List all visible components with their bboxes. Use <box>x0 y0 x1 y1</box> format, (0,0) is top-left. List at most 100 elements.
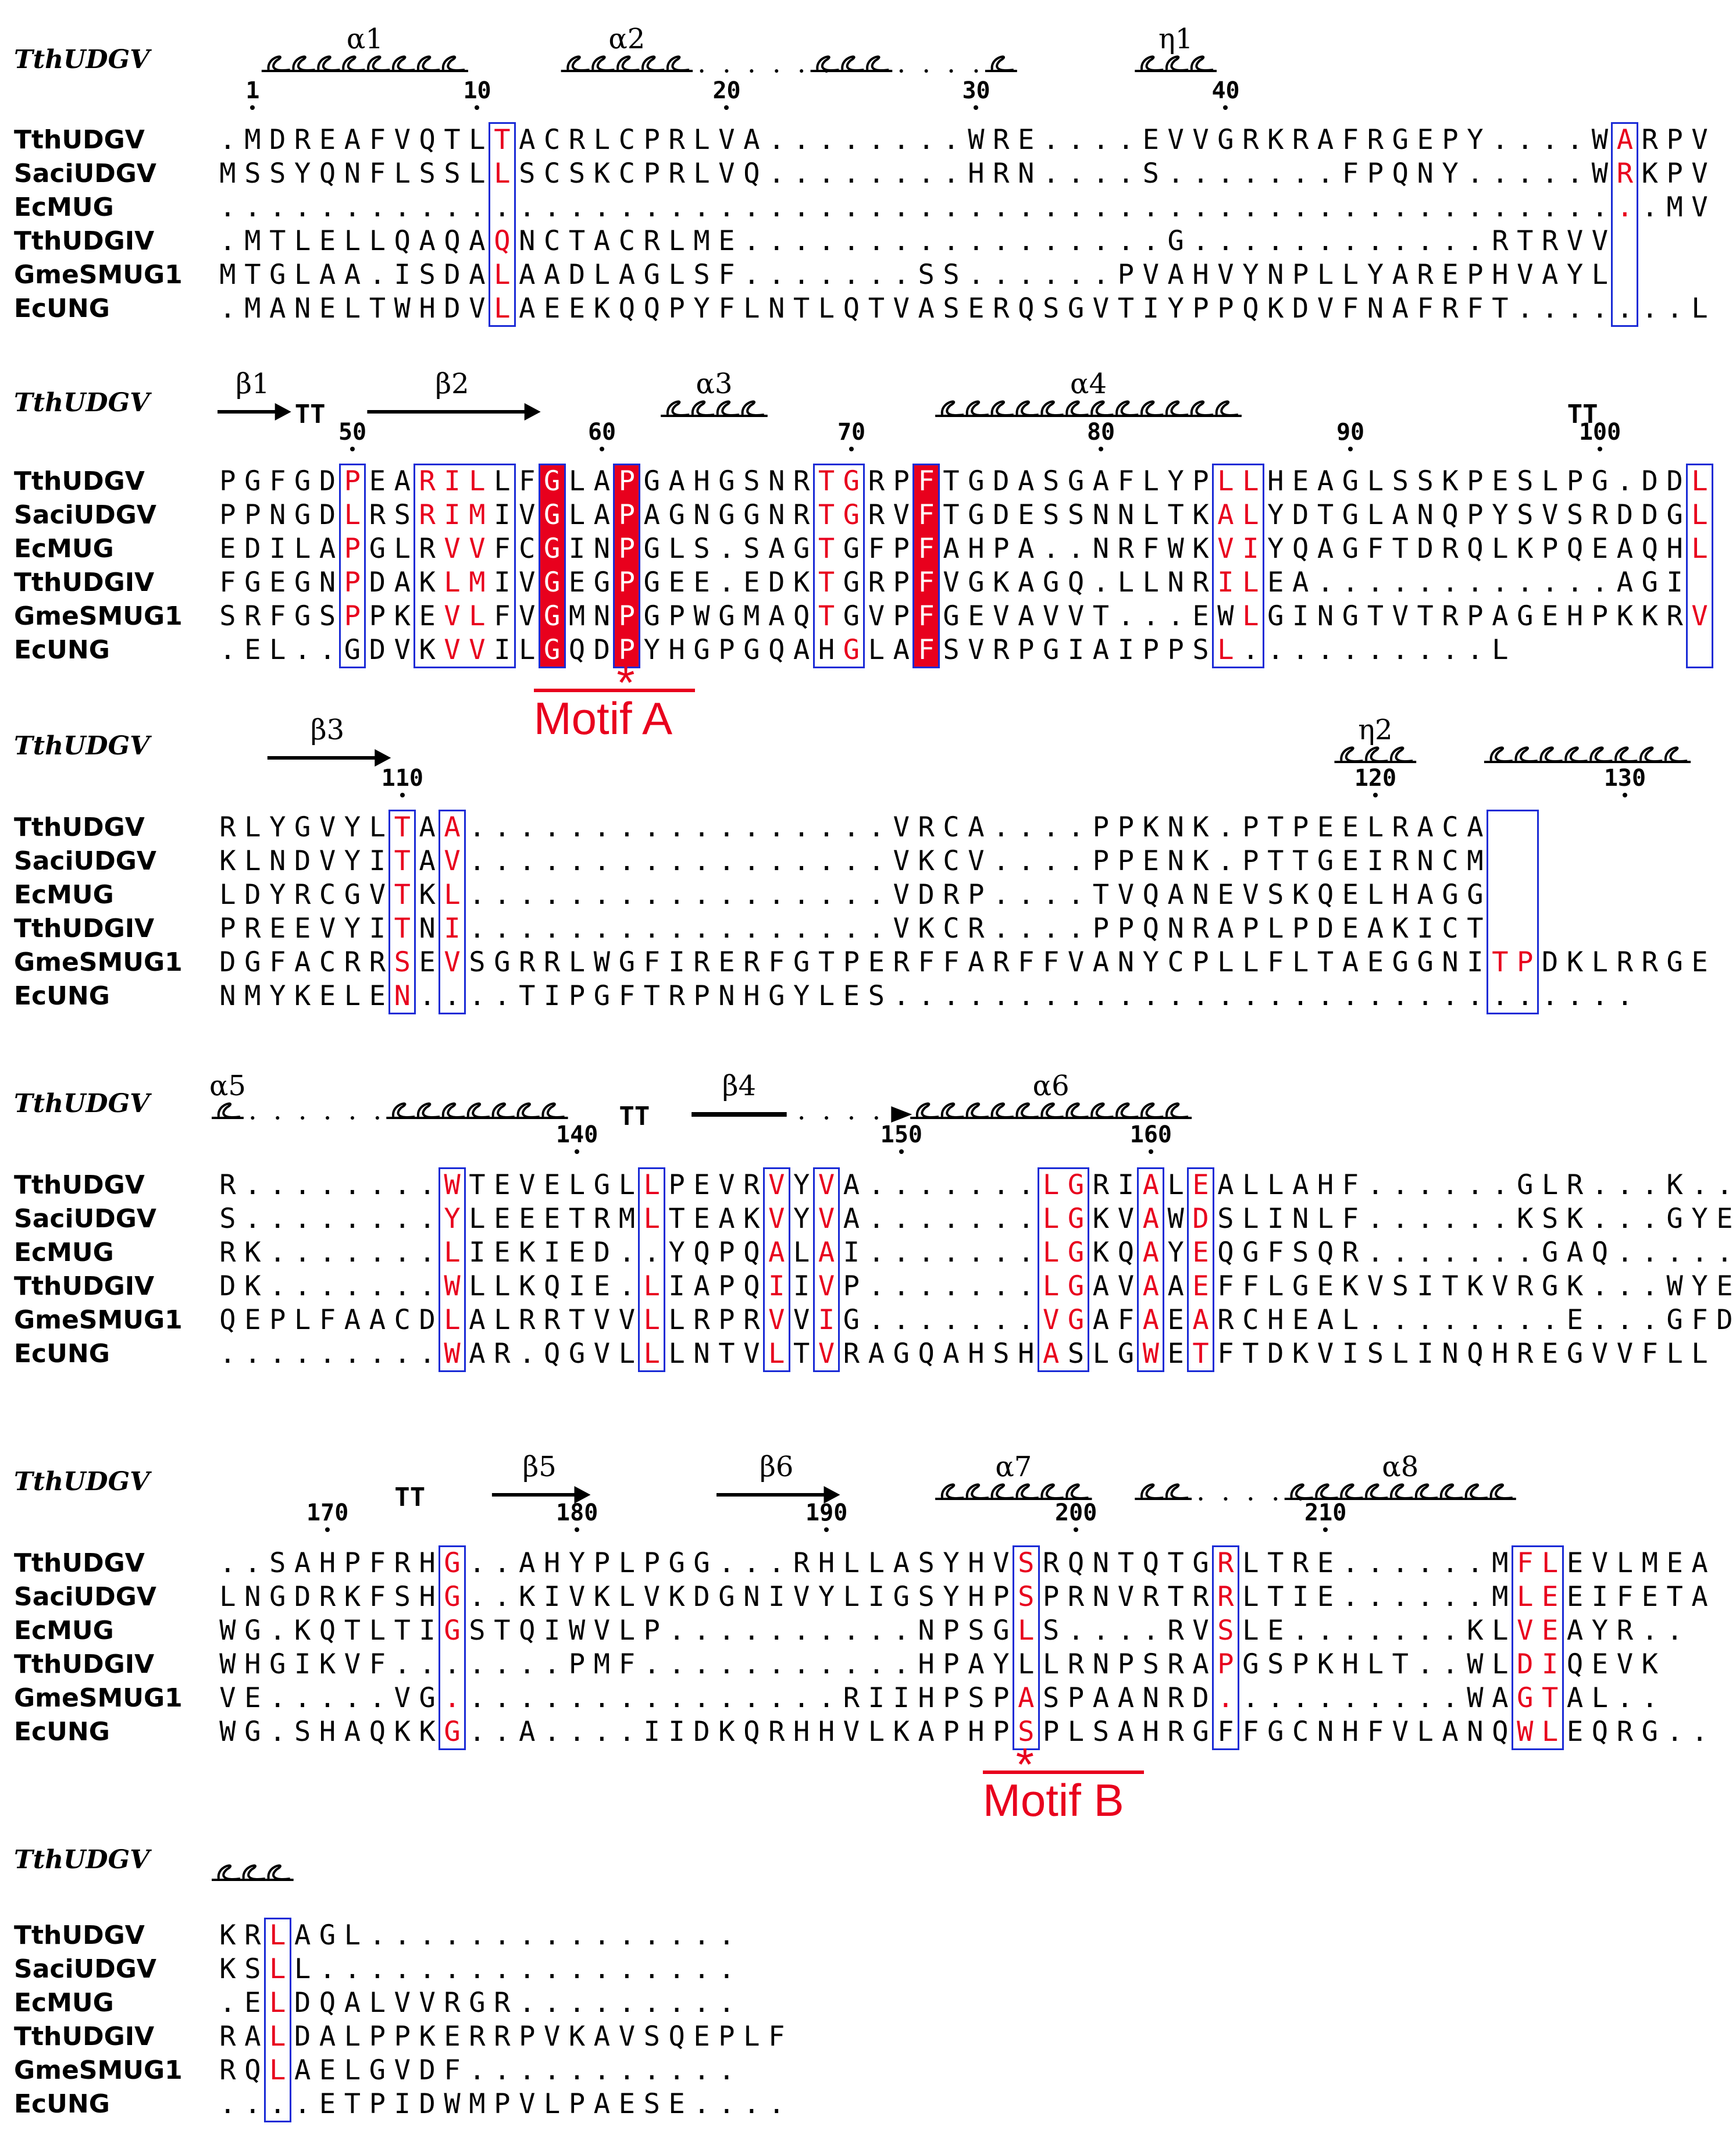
residue: . <box>868 1270 885 1302</box>
residue: . <box>643 913 660 945</box>
residue: R <box>993 634 1010 666</box>
residue: L <box>1267 1270 1284 1302</box>
residue: . <box>269 2088 286 2120</box>
residue: E <box>1018 499 1035 531</box>
residue: . <box>369 191 386 223</box>
residue: T <box>1317 946 1334 978</box>
residue: . <box>1442 634 1459 666</box>
residue: . <box>1691 1169 1708 1201</box>
residue: Y <box>344 845 361 877</box>
residue: R <box>1242 124 1259 156</box>
residue: S <box>1042 293 1060 325</box>
residue: F <box>1117 465 1134 497</box>
strand-bar <box>691 1112 787 1117</box>
residue: Q <box>1492 1716 1509 1748</box>
residue: E <box>1342 845 1359 877</box>
residue: L <box>618 1547 635 1579</box>
residue: V <box>1616 1338 1633 1370</box>
residue: A <box>1092 1270 1110 1302</box>
residue: L <box>1242 1615 1259 1647</box>
residue: Y <box>1267 533 1284 565</box>
residue: E <box>693 1203 710 1235</box>
residue: . <box>219 293 236 325</box>
conserved-column-frame <box>812 464 865 668</box>
residue: G <box>1666 1304 1683 1336</box>
residue: L <box>1616 1547 1633 1579</box>
residue: I <box>444 913 461 945</box>
residue: . <box>1417 1581 1434 1613</box>
residue: V <box>394 2054 411 2086</box>
residue: I <box>419 1615 436 1647</box>
residue: R <box>219 1169 236 1201</box>
residue: E <box>718 225 735 257</box>
residue: W <box>1666 1270 1683 1302</box>
residue: V <box>369 879 386 911</box>
residue: Y <box>1591 1615 1609 1647</box>
residue: . <box>444 1648 461 1680</box>
residue: G <box>1666 499 1683 531</box>
residue: R <box>1566 1169 1584 1201</box>
residue: . <box>743 191 760 223</box>
residue: L <box>1217 946 1234 978</box>
residue: . <box>1392 980 1409 1012</box>
residue: C <box>1442 811 1459 843</box>
residue: V <box>444 946 461 978</box>
residue: G <box>369 2054 386 2086</box>
residue-number: 110 <box>381 765 423 792</box>
residue: L <box>1267 913 1284 945</box>
residue: A <box>519 1547 536 1579</box>
residue: I <box>543 980 561 1012</box>
residue: L <box>294 225 311 257</box>
residue: N <box>1117 499 1134 531</box>
residue: R <box>1492 225 1509 257</box>
residue: A <box>1142 1169 1159 1201</box>
residue: S <box>1566 499 1584 531</box>
residue: I <box>369 913 386 945</box>
residue: N <box>1117 946 1134 978</box>
residue: L <box>269 1919 286 1951</box>
residue: . <box>469 1953 486 1985</box>
residue-number: 90 <box>1336 419 1365 446</box>
residue: F <box>1342 158 1359 190</box>
residue: L <box>469 600 486 632</box>
residue: G <box>269 259 286 291</box>
residue: P <box>1517 946 1534 978</box>
residue: G <box>294 499 311 531</box>
residue: D <box>319 465 336 497</box>
residue: E <box>1541 600 1559 632</box>
residue: . <box>219 2088 236 2120</box>
residue: A <box>943 533 960 565</box>
residue: . <box>444 1953 461 1985</box>
residue: . <box>1591 1203 1609 1235</box>
residue: . <box>1417 634 1434 666</box>
residue: P <box>618 499 635 531</box>
conserved-column-frame <box>1686 464 1713 668</box>
residue: S <box>1517 499 1534 531</box>
residue: T <box>1317 499 1334 531</box>
residue: S <box>868 980 885 1012</box>
residue: N <box>1292 1203 1309 1235</box>
residue: N <box>1167 845 1184 877</box>
residue: . <box>643 1919 660 1951</box>
residue: E <box>868 946 885 978</box>
residue: . <box>718 879 735 911</box>
residue: . <box>643 879 660 911</box>
residue: P <box>593 1547 611 1579</box>
residue: P <box>568 1648 586 1680</box>
residue: . <box>718 1648 735 1680</box>
residue: . <box>1267 191 1284 223</box>
residue: V <box>993 600 1010 632</box>
residue: I <box>369 845 386 877</box>
residue: . <box>494 2054 511 2086</box>
residue: Y <box>793 980 810 1012</box>
residue: P <box>968 879 985 911</box>
residue: L <box>643 1304 660 1336</box>
residue: . <box>1467 1547 1484 1579</box>
residue: E <box>444 2021 461 2053</box>
residue: P <box>893 465 910 497</box>
residue: . <box>494 1547 511 1579</box>
residue: . <box>1417 225 1434 257</box>
strand-arrowhead <box>891 1106 912 1123</box>
conserved-column-frame <box>1212 464 1264 668</box>
residue: . <box>943 158 960 190</box>
